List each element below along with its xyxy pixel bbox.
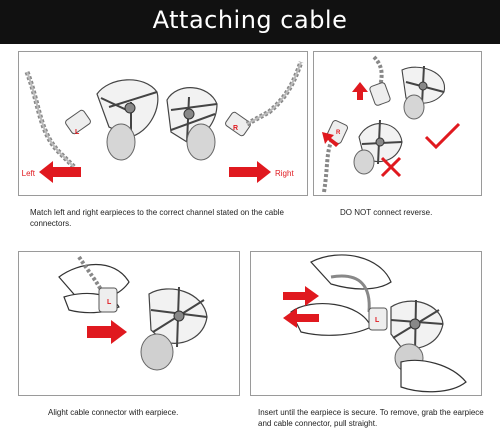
align-illustration: L	[58, 255, 208, 371]
check-mark-icon	[424, 122, 461, 150]
caption-match: Match left and right earpieces to the co…	[30, 208, 284, 228]
right-connector	[225, 111, 251, 137]
label-left: Left	[22, 169, 36, 178]
up-red-arrow-icon	[352, 82, 368, 100]
caption-reverse: DO NOT connect reverse.	[340, 208, 433, 217]
right-red-arrow-icon	[229, 161, 271, 183]
insert-illustration: L	[283, 254, 467, 393]
caption-insert: Insert until the earpiece is secure. To …	[258, 408, 484, 428]
panel-match-channels: L R Left Right	[18, 51, 308, 196]
panel-align-connector: L	[18, 251, 240, 396]
panel-insert-secure: L	[250, 251, 482, 396]
match-illustration: L R Left Right	[22, 61, 304, 183]
connector-right-label: R	[233, 125, 238, 132]
label-right: Right	[275, 169, 294, 178]
reverse-illustration: R	[322, 55, 461, 193]
insert-connector-label: L	[375, 317, 380, 324]
page-title: Attaching cable	[152, 6, 348, 34]
pull-red-arrow-icon	[283, 308, 319, 328]
push-red-arrow-icon	[283, 286, 319, 306]
cross-mark-icon	[380, 156, 402, 178]
caption-align: Alight cable connector with earpiece.	[48, 408, 179, 417]
align-red-arrow-icon	[87, 320, 127, 344]
connector-left-label: L	[75, 129, 80, 136]
left-red-arrow-icon	[39, 161, 81, 183]
panel-do-not-reverse: R	[313, 51, 482, 196]
diagonal-red-arrow-icon	[322, 132, 339, 147]
header-bar: Attaching cable	[0, 0, 500, 44]
align-connector-label: L	[107, 299, 112, 306]
left-connector	[65, 109, 91, 135]
reverse-connector-label: R	[336, 130, 341, 136]
